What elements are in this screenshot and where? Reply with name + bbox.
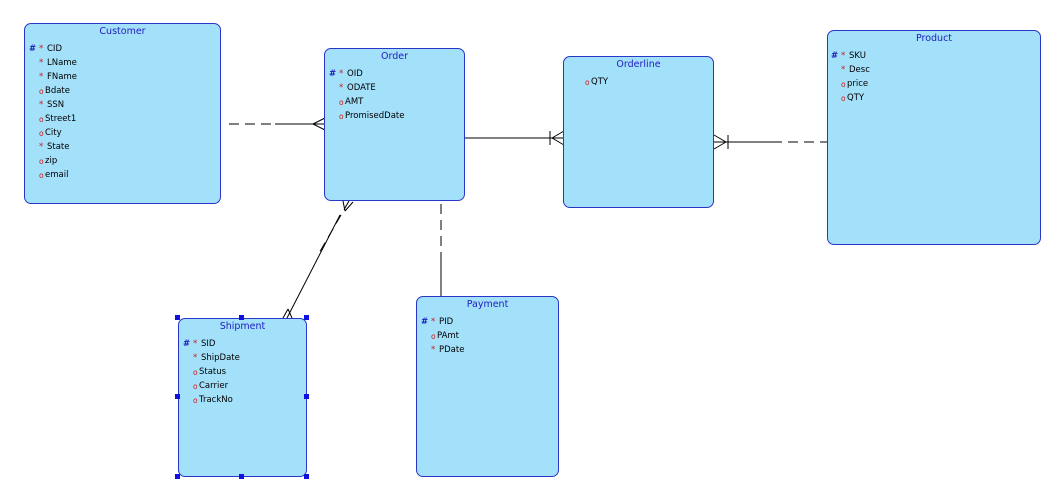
optional-marker: o <box>193 368 198 377</box>
relationship-order-shipment-dashed <box>317 200 350 256</box>
resize-handle-sw[interactable] <box>175 474 180 479</box>
entity-title: Order <box>381 51 408 62</box>
attribute-name: price <box>847 79 869 89</box>
primary-key-marker: # <box>831 51 839 61</box>
relationship-order-orderline[interactable] <box>465 130 565 146</box>
mandatory-marker: * <box>841 65 846 75</box>
attribute-name: LName <box>47 58 77 68</box>
primary-key-marker: # <box>329 69 337 79</box>
mandatory-marker: * <box>193 339 198 349</box>
optional-marker: o <box>841 94 846 103</box>
optional-marker: o <box>339 112 344 121</box>
attribute-name: Status <box>199 367 227 377</box>
attribute-name: SID <box>201 339 216 349</box>
crows-foot-icon <box>342 200 354 212</box>
attribute-name: AMT <box>345 97 364 107</box>
resize-handle-w[interactable] <box>175 394 180 399</box>
entity-title: Orderline <box>616 59 661 70</box>
entity-title: Payment <box>466 299 509 310</box>
mandatory-marker: * <box>39 58 44 68</box>
resize-handle-se[interactable] <box>304 474 309 479</box>
attribute-name: City <box>45 128 62 138</box>
attribute-name: Bdate <box>45 86 70 96</box>
attribute-name: CID <box>47 44 62 54</box>
attribute-name: Street1 <box>45 114 77 124</box>
crows-foot-icon <box>551 130 565 146</box>
attribute-name: ShipDate <box>201 353 240 363</box>
resize-handle-ne[interactable] <box>304 315 309 320</box>
relationship-product-orderline[interactable] <box>713 134 828 150</box>
attribute-name: QTY <box>847 93 865 103</box>
entity-title: Customer <box>99 26 146 37</box>
optional-marker: o <box>39 129 44 138</box>
optional-marker: o <box>39 87 44 96</box>
attribute-name: OID <box>347 69 363 79</box>
entity-title: Shipment <box>219 321 266 332</box>
attribute-name: State <box>47 142 70 152</box>
optional-marker: o <box>39 115 44 124</box>
optional-marker: o <box>339 98 344 107</box>
crows-foot-icon <box>713 134 727 150</box>
optional-marker: o <box>39 171 44 180</box>
attribute-name: QTY <box>591 77 609 87</box>
optional-marker: o <box>193 382 198 391</box>
attribute-name: email <box>45 170 69 180</box>
attribute-name: SSN <box>47 100 65 110</box>
attribute-name: Desc <box>849 65 870 75</box>
mandatory-marker: * <box>39 72 44 82</box>
attribute-name: ODATE <box>347 83 376 93</box>
attribute-name: PID <box>439 317 454 327</box>
optional-marker: o <box>841 80 846 89</box>
mandatory-marker: * <box>431 317 436 327</box>
attribute-name: PDate <box>439 345 465 355</box>
primary-key-marker: # <box>29 44 37 54</box>
optional-marker: o <box>585 78 590 87</box>
attribute-name: SKU <box>849 51 866 61</box>
optional-marker: o <box>39 157 44 166</box>
resize-handle-nw[interactable] <box>175 315 180 320</box>
attribute-name: PAmt <box>437 331 460 341</box>
mandatory-marker: * <box>39 142 44 152</box>
relationship-customer-order[interactable] <box>229 117 326 131</box>
resize-handle-n[interactable] <box>239 315 244 320</box>
mandatory-marker: * <box>39 100 44 110</box>
attribute-name: FName <box>47 72 77 82</box>
crows-foot-icon <box>312 117 326 131</box>
mandatory-marker: * <box>339 83 344 93</box>
optional-marker: o <box>431 332 436 341</box>
optional-marker: o <box>193 396 198 405</box>
crows-foot-icon <box>282 308 293 319</box>
attribute-name: Carrier <box>199 381 229 391</box>
relationship-order-shipment-solid <box>286 214 341 319</box>
entity-title: Product <box>915 33 953 44</box>
mandatory-marker: * <box>431 345 436 355</box>
mandatory-marker: * <box>39 44 44 54</box>
primary-key-marker: # <box>183 339 191 349</box>
mandatory-marker: * <box>841 51 846 61</box>
resize-handle-s[interactable] <box>239 474 244 479</box>
mandatory-marker: * <box>339 69 344 79</box>
attribute-name: zip <box>45 156 58 166</box>
attribute-name: TrackNo <box>199 395 233 405</box>
primary-key-marker: # <box>421 317 429 327</box>
relationship-order-shipment[interactable] <box>282 200 354 319</box>
resize-handle-e[interactable] <box>304 394 309 399</box>
attribute-name: PromisedDate <box>345 111 405 121</box>
mandatory-marker: * <box>193 353 198 363</box>
